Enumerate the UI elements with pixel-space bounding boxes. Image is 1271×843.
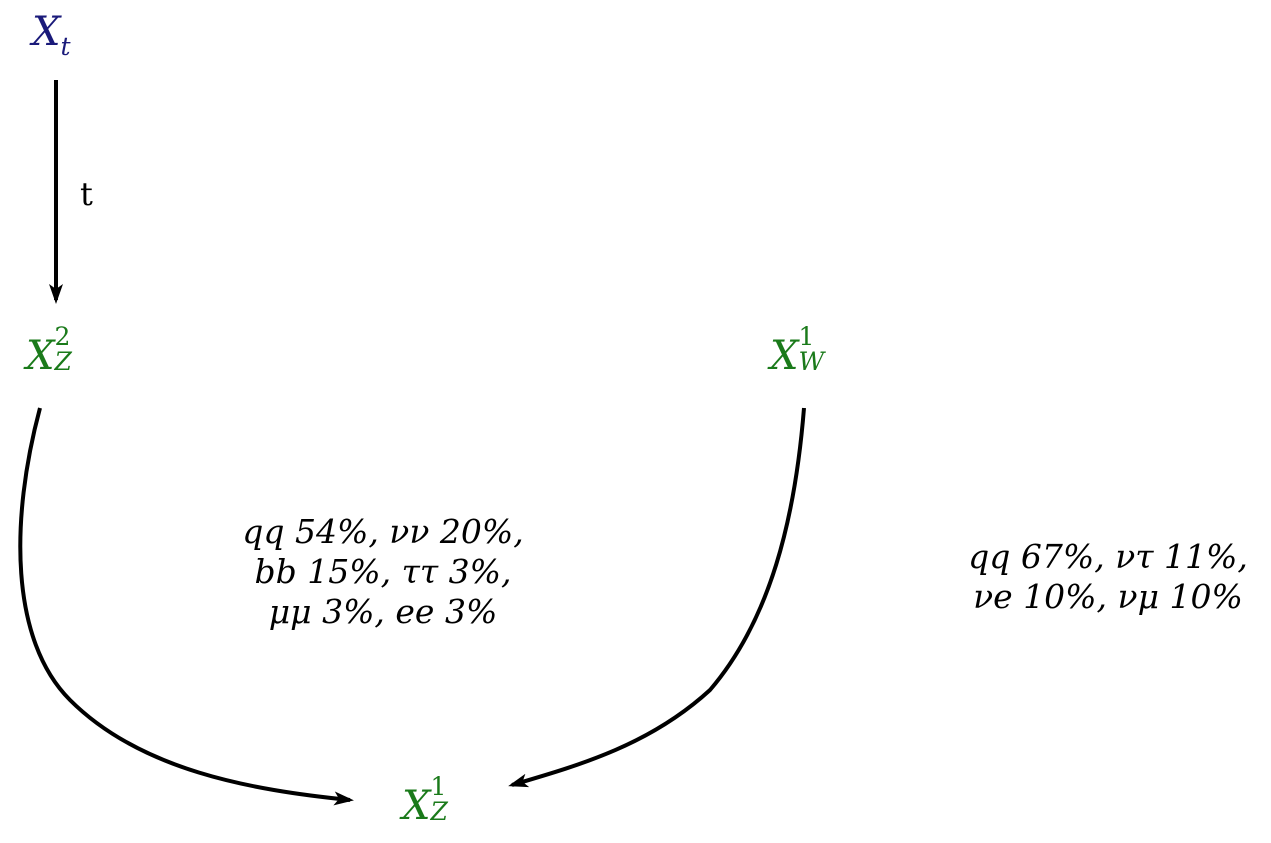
w-decay-line-2: νe 10%, νμ 10% <box>973 577 1243 616</box>
node-xz2-sup: 2 <box>54 322 71 351</box>
z-decay-line-2: bb 15%, ττ 3%, <box>254 552 512 591</box>
edge-label-t: t <box>80 175 93 213</box>
node-xt-sub: t <box>60 32 71 61</box>
edge-xz2-to-xz1 <box>18 407 354 806</box>
node-xz1-sub: Z <box>430 797 448 826</box>
w-decay-line-1: qq 67%, ντ 11%, <box>968 537 1248 576</box>
node-xz2-base: X <box>26 333 55 379</box>
node-xt: Xt <box>32 9 71 59</box>
node-xz1-sup: 1 <box>430 772 447 801</box>
node-xt-base: X <box>32 9 61 55</box>
node-xw1-base: X <box>770 333 799 379</box>
node-xz1-base: X <box>402 783 431 829</box>
z-decay-line-3: μμ 3%, ee 3% <box>268 592 498 631</box>
z-decay-annotation: qq 54%, νν 20%, bb 15%, ττ 3%, μμ 3%, ee… <box>228 512 538 632</box>
node-xw1-sup: 1 <box>798 322 815 351</box>
w-decay-annotation: qq 67%, ντ 11%, νe 10%, νμ 10% <box>958 537 1258 617</box>
node-xz2-sub: Z <box>54 347 72 376</box>
edge-xw1-to-xz1 <box>508 407 806 788</box>
z-decay-line-1: qq 54%, νν 20%, <box>242 512 524 551</box>
node-xw1-sub: W <box>798 347 825 376</box>
